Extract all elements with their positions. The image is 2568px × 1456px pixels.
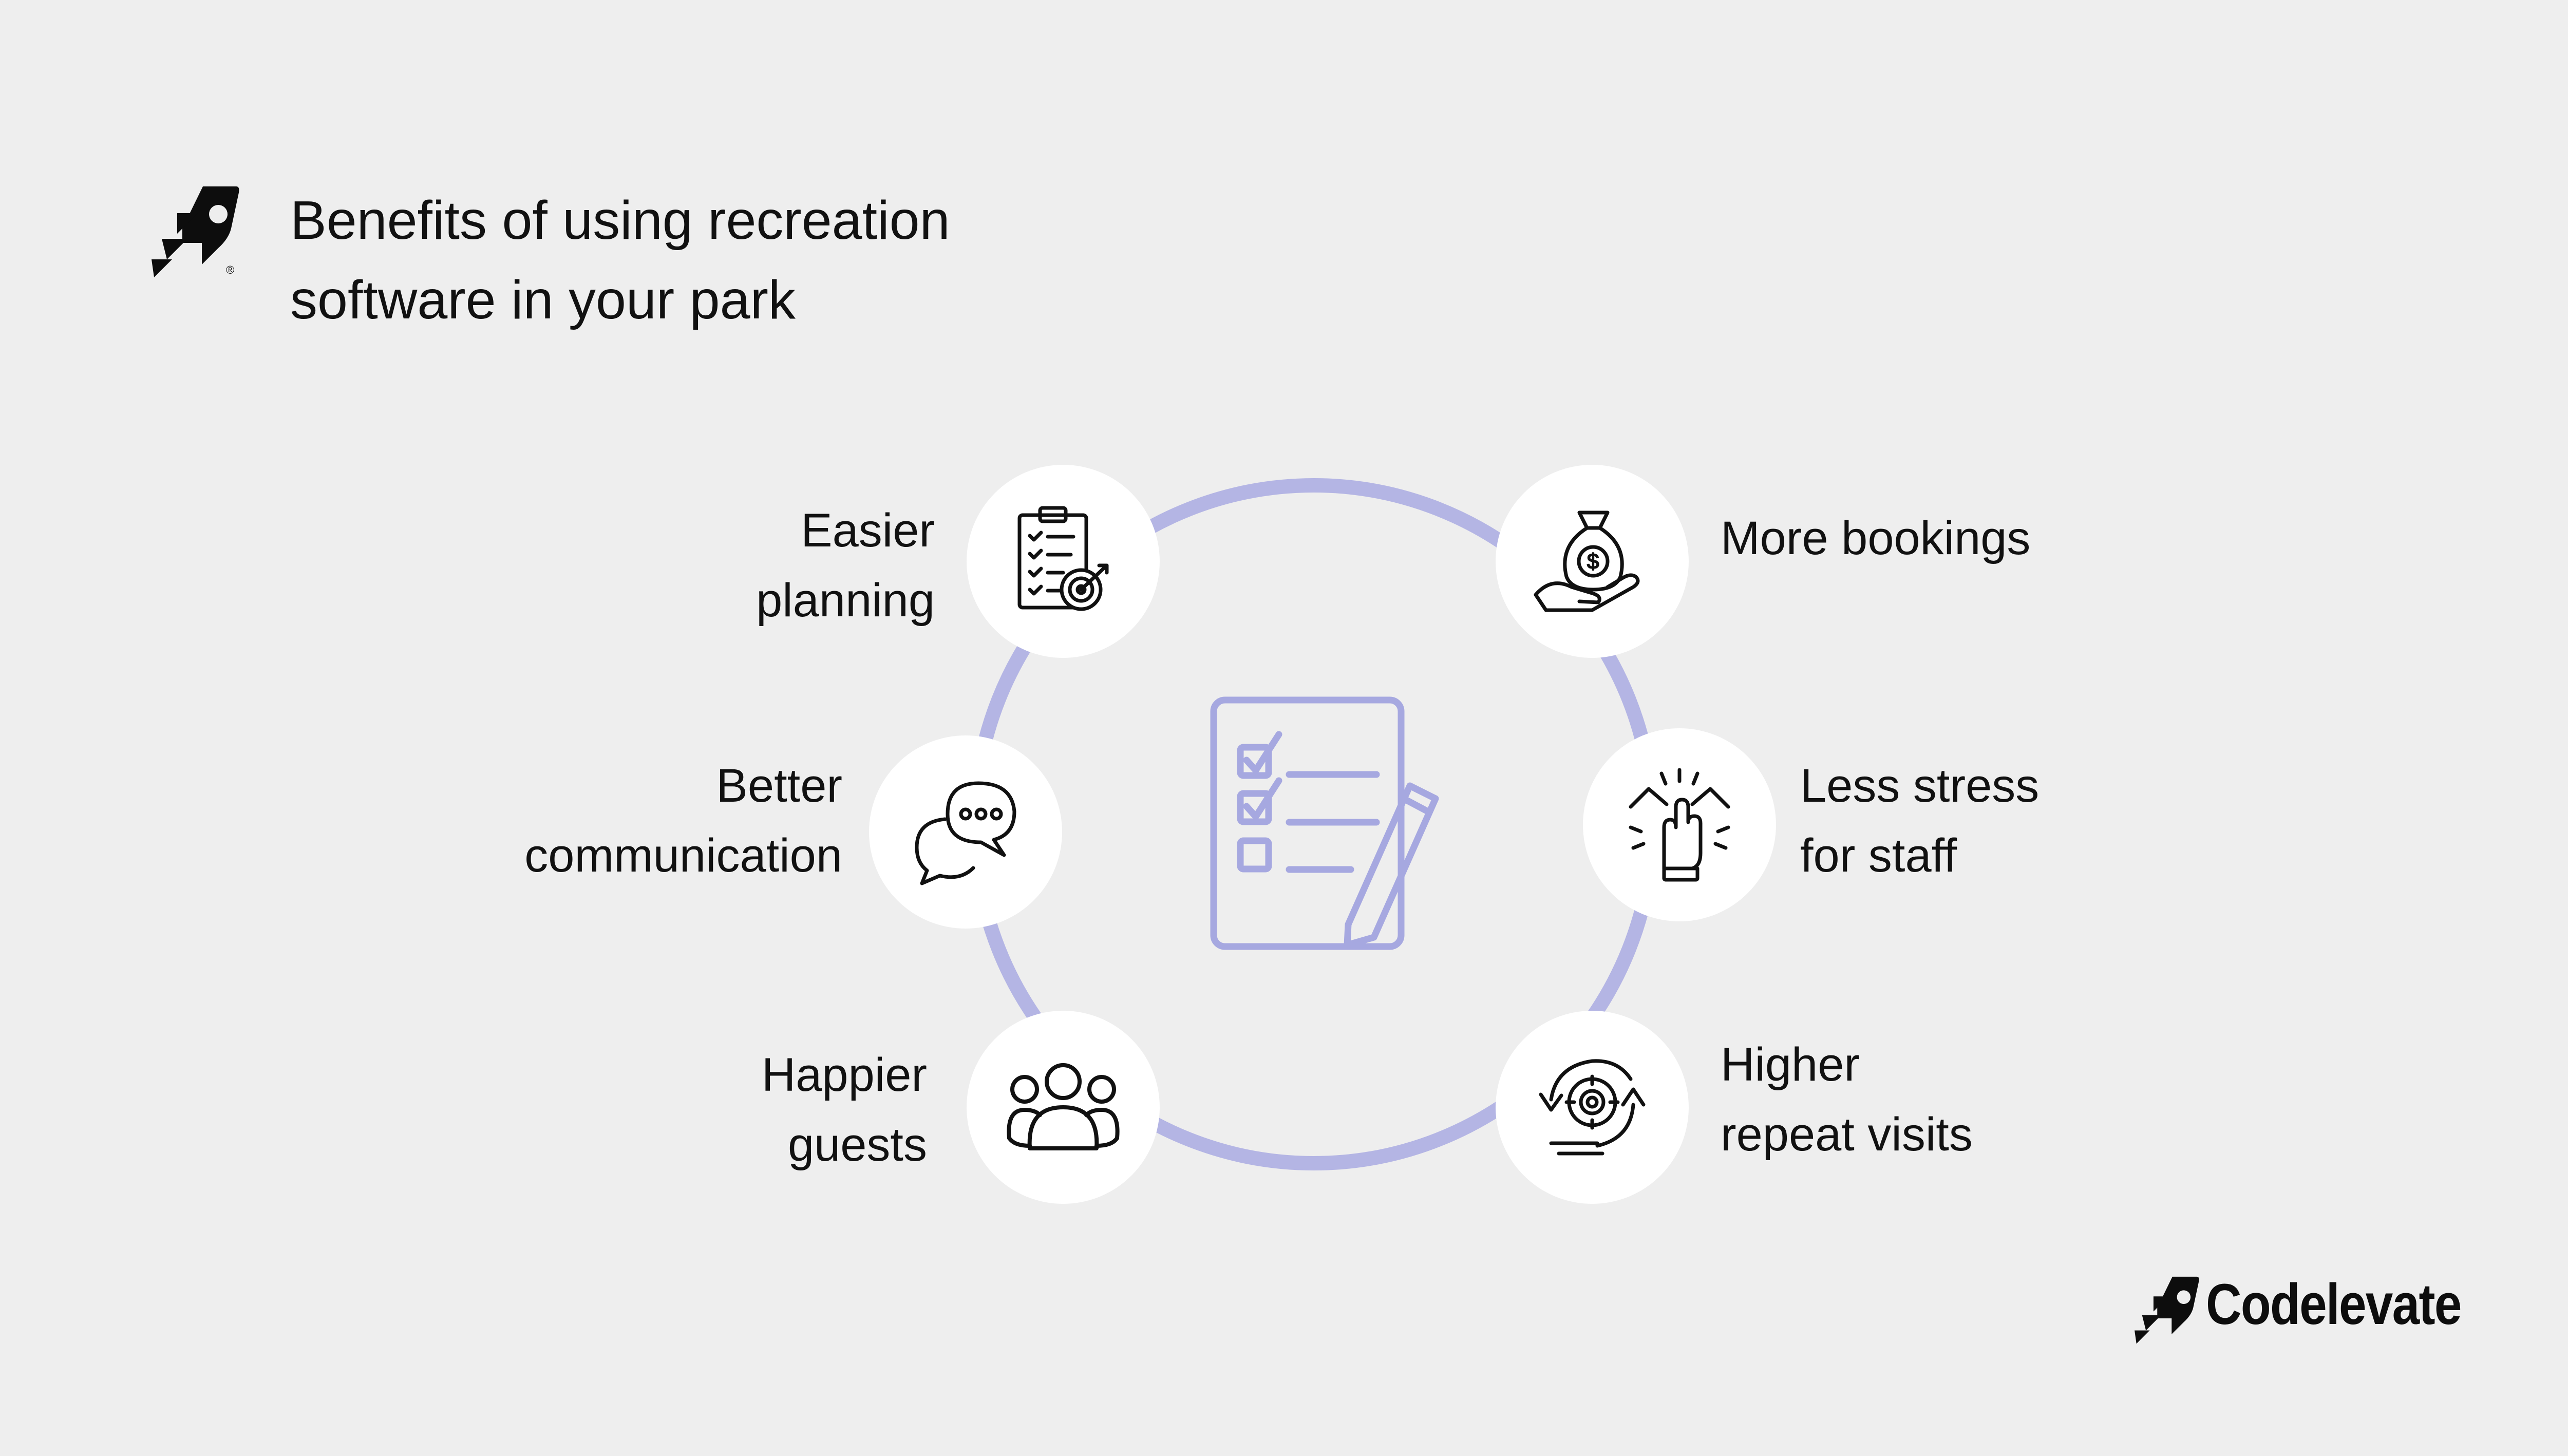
benefit-label-line1: Less stress <box>1800 760 2040 812</box>
checklist-pencil-icon <box>1210 696 1439 950</box>
cycle-gear-icon <box>1539 1059 1646 1156</box>
footer-logo-icon <box>2135 1276 2199 1344</box>
benefit-label-easier-planning: Easier planning <box>668 496 935 635</box>
raised-hand-icon <box>1629 768 1730 882</box>
title-line-1: Benefits of using recreation <box>290 190 950 251</box>
benefit-label-line2: guests <box>787 1119 927 1171</box>
benefit-label-line1: Higher <box>1721 1038 1860 1091</box>
registered-mark: ® <box>226 263 234 276</box>
benefit-label-line1: Better <box>716 760 842 812</box>
benefit-label-line1: More bookings <box>1721 512 2031 564</box>
title-line-2: software in your park <box>290 270 796 330</box>
group-people-icon <box>1007 1063 1120 1150</box>
benefit-label-line2: communication <box>524 829 842 882</box>
benefit-label-line2: for staff <box>1800 829 1957 882</box>
benefit-label-line1: Easier <box>801 504 935 557</box>
brand-logo-icon: ® <box>152 186 239 277</box>
benefit-label-better-communication: Better communication <box>488 751 842 891</box>
clipboard-target-icon <box>1017 506 1109 611</box>
benefit-node-better-communication <box>869 735 1062 929</box>
svg-text:$: $ <box>1587 549 1599 573</box>
benefit-label-repeat-visits: Higher repeat visits <box>1721 1030 1973 1169</box>
benefit-node-less-stress <box>1583 728 1776 921</box>
benefit-label-happier-guests: Happier guests <box>668 1040 927 1180</box>
chat-bubbles-icon <box>915 781 1016 885</box>
benefit-label-line2: repeat visits <box>1721 1108 1973 1161</box>
benefit-label-less-stress: Less stress for staff <box>1800 751 2039 891</box>
benefit-node-happier-guests <box>967 1011 1160 1204</box>
benefit-node-easier-planning <box>967 465 1160 658</box>
benefit-label-line2: planning <box>756 574 935 627</box>
brand-wordmark: Codelevate <box>2206 1272 2462 1336</box>
benefit-node-repeat-visits <box>1496 1011 1689 1204</box>
benefit-label-more-bookings: More bookings <box>1721 503 2030 573</box>
page-title: Benefits of using recreation software in… <box>290 181 950 340</box>
money-bag-hand-icon: $ <box>1534 510 1640 612</box>
benefit-node-more-bookings: $ <box>1496 465 1689 658</box>
benefit-label-line1: Happier <box>761 1049 927 1101</box>
